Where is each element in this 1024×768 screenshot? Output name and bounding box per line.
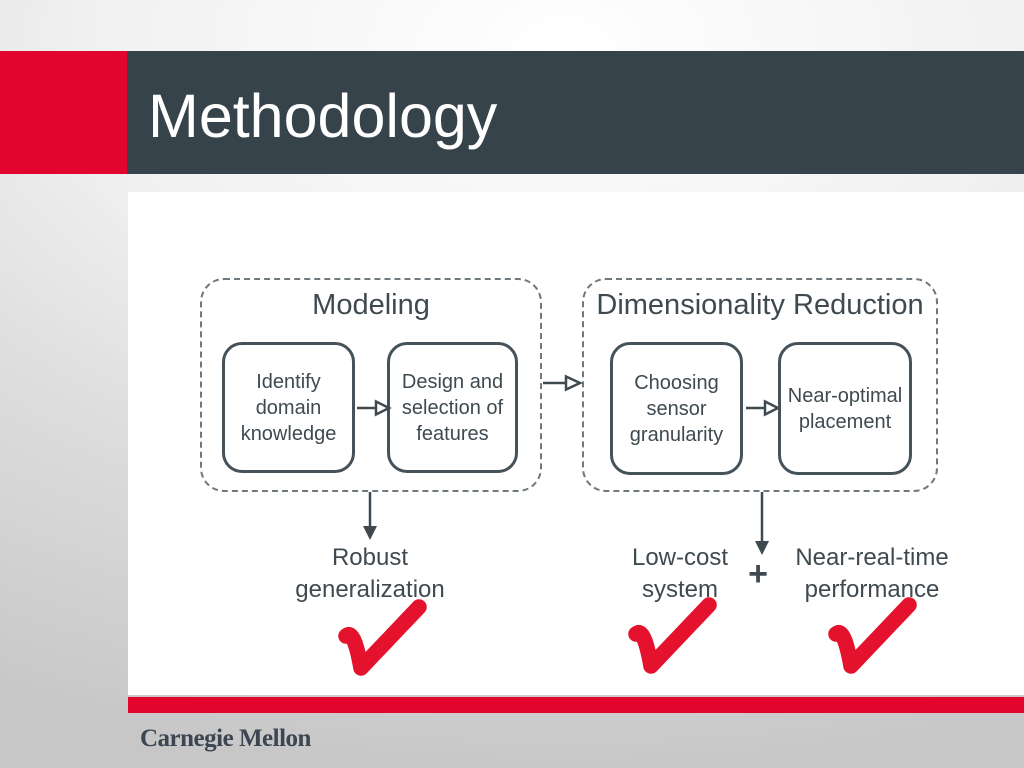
slide-title: Methodology [148,82,498,150]
box-label: Identify domain knowledge [240,370,337,445]
footer-accent-strip [128,697,1024,713]
box-label: Choosing sensor granularity [629,371,724,446]
cmu-wordmark: Carnegie Mellon [140,725,311,752]
box-label: Near-optimal placement [787,384,903,433]
header-accent-block [0,51,127,174]
outcome-robust-generalization: Robust generalization [295,544,445,603]
outcome-near-real-time-performance: Near-real-time performance [795,544,949,603]
plus-sign: + [748,555,768,593]
box-identify-domain-knowledge: Identify domain knowledge [222,342,355,473]
box-label: Design and selection of features [401,370,504,445]
group-title: Modeling [312,289,430,321]
header-bar: Methodology [127,51,1024,174]
group-modeling: Modeling [200,278,542,492]
outcome-low-cost-system: Low-cost system [631,544,729,603]
group-dimensionality-reduction: Dimensionality Reduction [582,278,938,492]
box-near-optimal-placement: Near-optimal placement [778,342,912,475]
box-design-selection-features: Design and selection of features [387,342,518,473]
group-title: Dimensionality Reduction [596,289,924,321]
box-choosing-sensor-granularity: Choosing sensor granularity [610,342,743,475]
